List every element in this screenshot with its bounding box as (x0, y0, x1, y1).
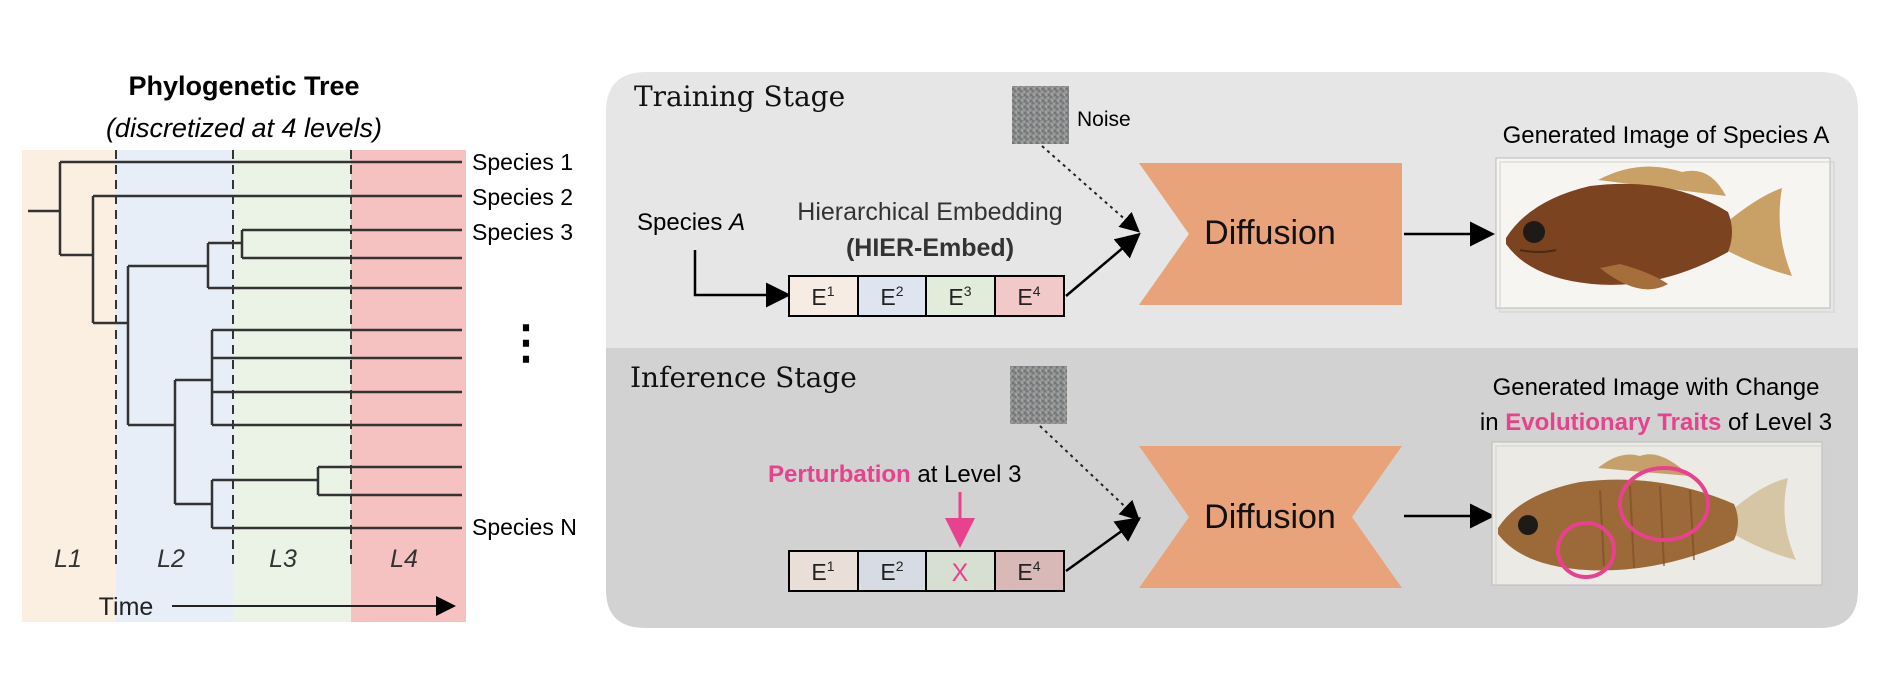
inference-embed-row: E1 E2 X E4 (788, 550, 1065, 592)
inference-stage-title: Inference Stage (630, 361, 857, 394)
level-label-l3: L3 (269, 545, 297, 573)
inference-output-title-line2: in Evolutionary Traits of Level 3 (1480, 409, 1832, 436)
generated-fish-image (1495, 157, 1835, 313)
species-1-label: Species 1 (472, 149, 573, 175)
species-3-label: Species 3 (472, 219, 573, 245)
embed-cell-3 (925, 275, 996, 317)
inference-embed-cell-4 (994, 550, 1065, 592)
time-axis-label: Time (99, 593, 154, 621)
species-a-label: Species A (637, 209, 745, 236)
noise-image-icon (1012, 86, 1069, 144)
trait-change-circle-2 (1556, 521, 1616, 579)
inference-embed-cell-1 (788, 550, 859, 592)
level-label-l1: L1 (54, 545, 82, 573)
modified-fish-image (1491, 441, 1827, 590)
embed-cell-4 (994, 275, 1065, 317)
level-band-l3 (233, 150, 351, 622)
training-diffusion-label: Diffusion (1204, 214, 1336, 252)
inference-noise-to-diffusion-arrow (1039, 425, 1140, 521)
training-stage: Training Stage Noise Species A Hierarchi… (634, 80, 1835, 317)
embed-subtitle: (HIER-Embed) (846, 234, 1014, 262)
level-dividers (115, 150, 352, 570)
training-embed-row: E1 E2 E3 E4 (788, 275, 1065, 317)
noise-to-diffusion-arrow (1041, 145, 1140, 233)
level-band-l4 (351, 150, 466, 622)
level-band-l1 (22, 150, 116, 622)
species-to-embed-arrow (693, 250, 791, 308)
perturbation-label: Perturbation at Level 3 (768, 461, 1021, 488)
inference-diffusion-block (1139, 446, 1402, 588)
tree-branches (28, 160, 462, 530)
inference-embed-cell-2 (857, 550, 927, 592)
inference-stage: Inference Stage Perturbation at Level 3 … (630, 361, 1832, 592)
noise-label: Noise (1077, 108, 1131, 131)
training-stage-title: Training Stage (634, 80, 845, 113)
tree-subtitle: (discretized at 4 levels) (106, 113, 382, 143)
embed-cell-1 (788, 275, 859, 317)
embed-to-diffusion-arrow (1065, 232, 1141, 297)
level-label-l4: L4 (390, 545, 418, 573)
tree-title: Phylogenetic Tree (128, 71, 359, 101)
inference-noise-image-icon (1010, 366, 1067, 424)
inference-embed-cell-3 (925, 550, 996, 592)
embed-cell-2 (857, 275, 927, 317)
species-n-label: Species N (472, 514, 577, 540)
level-label-l2: L2 (157, 545, 185, 573)
training-output-title: Generated Image of Species A (1503, 122, 1830, 149)
vertical-ellipsis: ⋮ (503, 316, 549, 368)
embed-title: Hierarchical Embedding (797, 198, 1062, 226)
phylogenetic-tree: Phylogenetic Tree (discretized at 4 leve… (22, 71, 577, 622)
inference-embed-cell-3-label: X (952, 559, 969, 587)
inference-output-title-line1: Generated Image with Change (1493, 374, 1820, 401)
inference-embed-to-diffusion-arrow (1065, 517, 1142, 573)
inference-diffusion-label: Diffusion (1204, 498, 1336, 536)
species-2-label: Species 2 (472, 184, 573, 210)
trait-change-circle-1 (1618, 466, 1710, 542)
